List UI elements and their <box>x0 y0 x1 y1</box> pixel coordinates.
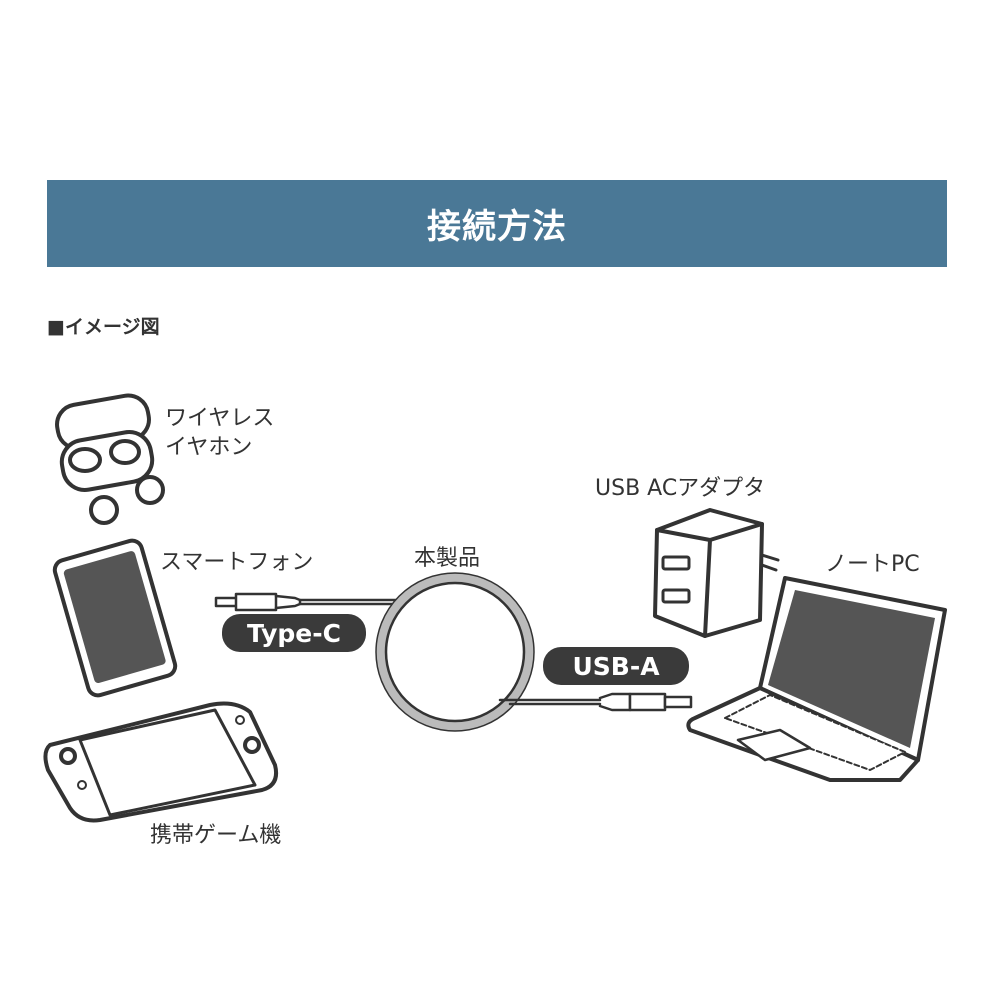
label-product: 本製品 <box>414 546 481 571</box>
label-wireless-earphones-line2: イヤホン <box>165 435 253 460</box>
coiled-cable-icon <box>375 572 535 732</box>
wireless-earphones-icon <box>55 393 165 525</box>
label-laptop: ノートPC <box>825 552 920 577</box>
label-handheld-game: 携帯ゲーム機 <box>150 823 282 848</box>
header-banner: 接続方法 <box>47 180 947 267</box>
type-c-badge: Type-C <box>222 614 366 652</box>
ac-adapter-icon <box>653 508 780 638</box>
usb-a-plug-icon <box>498 692 693 712</box>
laptop-icon <box>686 576 947 782</box>
type-c-plug-icon <box>214 592 402 612</box>
label-wireless-earphones-line1: ワイヤレス <box>165 406 275 431</box>
handheld-game-console-icon <box>43 701 279 823</box>
label-smartphone: スマートフォン <box>160 550 314 575</box>
page-title: 接続方法 <box>427 207 567 247</box>
label-usb-ac-adapter: USB ACアダプタ <box>595 476 766 501</box>
smartphone-icon <box>52 538 178 698</box>
section-subtitle: ■イメージ図 <box>47 316 160 338</box>
usb-a-badge: USB-A <box>543 647 689 685</box>
